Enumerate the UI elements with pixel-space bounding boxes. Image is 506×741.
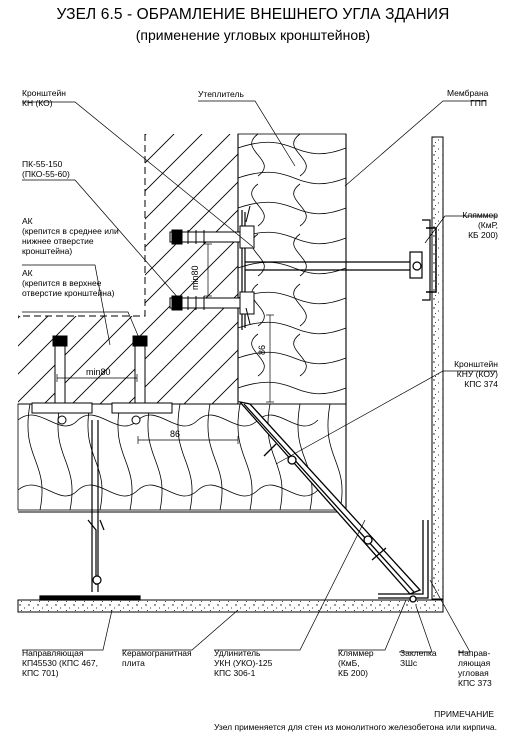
dim-min80-horizontal: min80 xyxy=(86,367,111,377)
callout-rivet-l2: ЗШс xyxy=(400,658,418,668)
guide-profile-left xyxy=(39,420,141,601)
callout-membrane-l2: ГПП xyxy=(470,98,487,108)
callout-ak-middle-l3: нижнее отверстие xyxy=(22,236,94,246)
callout-clamp-kmr-l2: (КмР, xyxy=(477,220,498,230)
callout-extender-l2: УКН (УКО)-125 xyxy=(214,658,273,668)
callout-guide-l1: Направляющая xyxy=(22,648,84,658)
callout-pk-l1: ПК-55-150 xyxy=(22,159,63,169)
bracket-kn xyxy=(241,210,437,330)
callout-membrane: Мембрана ГПП xyxy=(447,88,489,108)
drawing-title: УЗЕЛ 6.5 - ОБРАМЛЕНИЕ ВНЕШНЕГО УГЛА ЗДАН… xyxy=(56,6,450,23)
callout-ak-top-l3: отверстие кронштейна) xyxy=(22,288,115,298)
callout-ak-middle: АК (крепится в среднее или нижнее отверс… xyxy=(22,216,119,256)
callout-tile: Керамогранитная плита xyxy=(122,648,192,668)
membrane xyxy=(18,134,347,513)
callout-ak-top: АК (крепится в верхнее отверстие кронште… xyxy=(22,268,115,298)
callout-clamp-kmb-l1: Кляммер xyxy=(338,648,374,658)
callout-guide: Направляющая КП45530 (КПС 467, КПС 701) xyxy=(22,648,98,678)
callout-corner-guide-l4: КПС 373 xyxy=(458,678,492,688)
callout-extender-l1: Удлинитель xyxy=(214,648,261,658)
callout-corner-guide-l1: Направ- xyxy=(458,648,491,658)
corner-guide xyxy=(378,520,429,603)
callout-clamp-kmb-l2: (КмБ, xyxy=(338,658,360,668)
callout-pk: ПК-55-150 (ПКО-55-60) xyxy=(22,159,70,179)
callout-pk-l2: (ПКО-55-60) xyxy=(22,169,70,179)
cladding-tile-vertical xyxy=(431,136,444,600)
callout-bracket-kn-l2: КН (КО) xyxy=(22,98,53,108)
dim-86-vertical: 86 xyxy=(257,345,267,355)
callout-membrane-l1: Мембрана xyxy=(447,88,489,98)
callout-tile-l1: Керамогранитная xyxy=(122,648,192,658)
dimension-lines xyxy=(56,243,274,444)
callout-tile-l2: плита xyxy=(122,658,145,668)
callout-extender: Удлинитель УКН (УКО)-125 КПС 306-1 xyxy=(214,648,272,678)
callout-bracket-kn: Кронштейн КН (КО) xyxy=(22,88,66,108)
callout-ak-middle-l1: АК xyxy=(22,216,33,226)
callout-corner-guide-l2: ляющая xyxy=(458,658,491,668)
cladding-tile-horizontal xyxy=(17,599,444,613)
anchors-vertical xyxy=(169,205,255,325)
dim-min80-vertical: min80 xyxy=(190,265,200,290)
callout-ak-top-l2: (крепится в верхнее xyxy=(22,278,102,288)
callout-bracket-kn-l1: Кронштейн xyxy=(22,88,66,98)
note-heading: ПРИМЕЧАНИЕ xyxy=(434,709,494,719)
bracket-knu-diagonal xyxy=(238,400,422,595)
insulation-horizontal xyxy=(17,403,347,511)
callout-guide-l3: КПС 701) xyxy=(22,668,59,678)
drawing-subtitle: (применение угловых кронштейнов) xyxy=(135,27,371,43)
callout-clamp-kmr-l3: КБ 200) xyxy=(468,230,498,240)
callout-bracket-knu-l3: КПС 374 xyxy=(464,379,498,389)
dim-86-horizontal: 86 xyxy=(170,429,180,439)
callout-guide-l2: КП45530 (КПС 467, xyxy=(22,658,98,668)
callout-insulation-l1: Утеплитель xyxy=(198,89,244,99)
callout-ak-middle-l2: (крепится в среднее или xyxy=(22,226,119,236)
callout-ak-top-l1: АК xyxy=(22,268,33,278)
callout-clamp-kmr: Кляммер (КмР, КБ 200) xyxy=(450,210,498,240)
callout-bracket-knu-l1: Кронштейн xyxy=(454,359,498,369)
callout-bracket-knu-l2: КНУ (КОУ) xyxy=(456,369,498,379)
callout-insulation: Утеплитель xyxy=(198,89,244,99)
callout-corner-guide: Направ- ляющая угловая КПС 373 xyxy=(458,648,492,688)
callout-clamp-kmb-l3: КБ 200) xyxy=(338,668,368,678)
leader-lines xyxy=(22,100,497,653)
callout-extender-l3: КПС 306-1 xyxy=(214,668,256,678)
callout-bracket-knu: Кронштейн КНУ (КОУ) КПС 374 xyxy=(446,359,498,389)
callout-rivet-l1: Заклепка xyxy=(400,648,437,658)
callout-clamp-kmr-l1: Кляммер xyxy=(462,210,498,220)
note-text: Узел применяется для стен из монолитного… xyxy=(213,722,497,732)
insulation-vertical xyxy=(237,133,347,405)
callout-ak-middle-l4: кронштейна) xyxy=(22,246,73,256)
callout-corner-guide-l3: угловая xyxy=(458,668,489,678)
callout-clamp-kmb: Кляммер (КмБ, КБ 200) xyxy=(338,648,374,678)
callout-rivet: Заклепка ЗШс xyxy=(400,648,437,668)
